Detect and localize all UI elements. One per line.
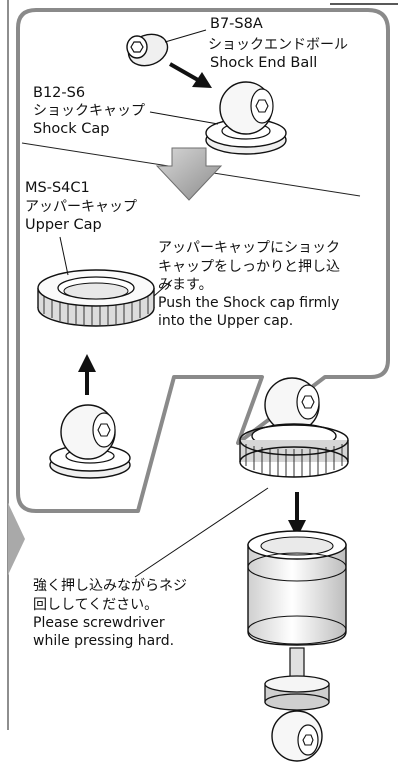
shock-end-ball-part [126,33,169,67]
part-b7-jp: ショックエンドボール [208,37,348,53]
part-b12-jp: ショックキャップ [33,103,145,119]
shock-assembly-part [239,377,349,762]
screw-note-jp-1: 強く押し込みながらネジ [33,578,187,594]
push-note-jp-1: アッパーキャップにショック [158,240,340,256]
step-down-arrow-icon [155,147,223,201]
ball-in-shock-cap-part [49,404,131,479]
insert-arrow-icon [192,72,212,88]
insert-arrow-shaft [169,62,199,82]
part-b12-en: Shock Cap [33,121,110,137]
push-note-jp-2: キャップをしっかりと押し込 [158,259,340,275]
push-up-arrow-icon [78,354,96,372]
leader-line [134,487,269,578]
part-ms-code: MS-S4C1 [25,180,90,196]
screw-note-jp-2: 回ししてください。 [33,597,159,613]
screw-note-en-2: while pressing hard. [33,633,175,649]
part-ms-jp: アッパーキャップ [25,199,137,215]
screw-note-en-1: Please screwdriver [33,615,165,631]
part-b7-en: Shock End Ball [210,55,318,71]
part-b12-code: B12-S6 [33,85,86,101]
push-note-jp-3: みます。 [158,277,213,293]
leader-line [164,29,207,43]
side-arrow-icon [8,503,25,575]
part-ms-en: Upper Cap [25,217,102,233]
ball-in-shock-cap-part [205,81,287,155]
part-b7-code: B7-S8A [210,16,263,32]
push-note-en-2: into the Upper cap. [158,313,294,329]
leader-line [153,279,173,297]
leader-line [149,111,219,125]
upper-cap-part [37,269,155,327]
push-note-en-1: Push the Shock cap firmly [158,295,340,311]
leader-line [59,236,69,276]
